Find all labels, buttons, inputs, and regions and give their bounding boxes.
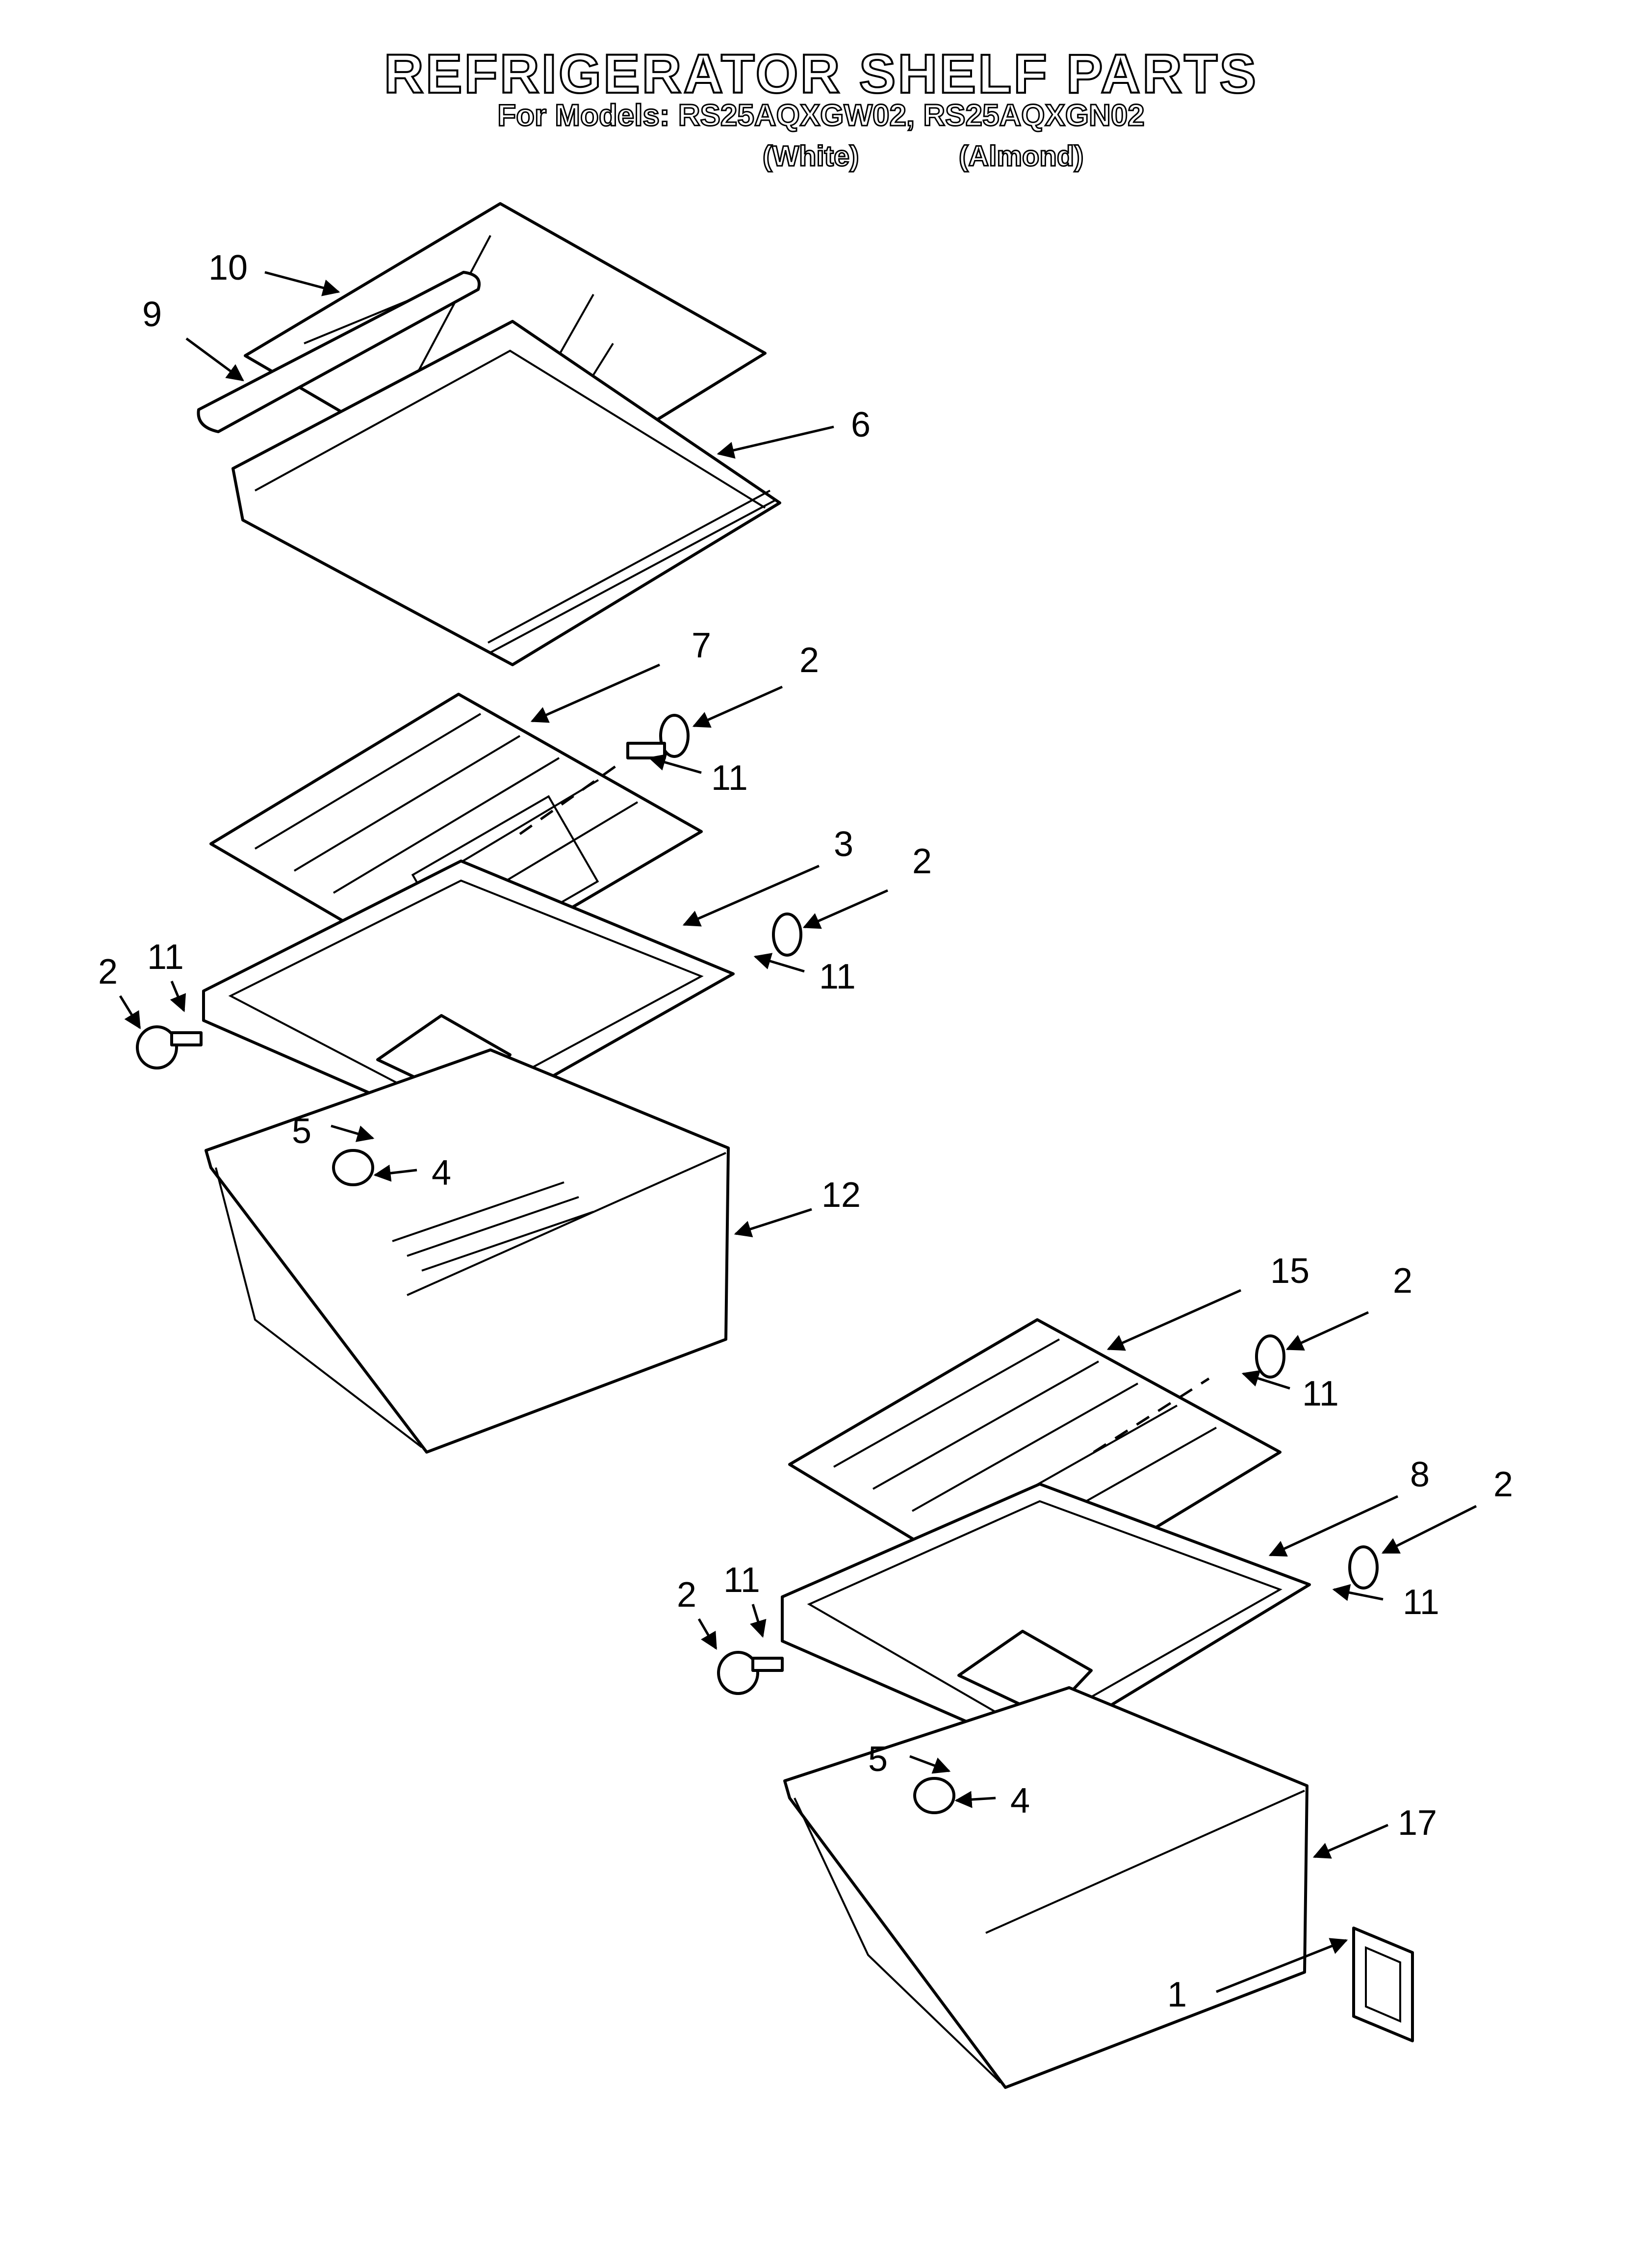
callout-3: 3	[834, 825, 853, 864]
callout-2-c: 2	[98, 952, 118, 991]
shelf-trim-part-9	[197, 271, 481, 433]
lower-spacer-part-2-left	[717, 1651, 784, 1695]
callout-7: 7	[692, 626, 711, 665]
variant-almond-label: (Almond)	[958, 140, 1084, 172]
callout-12: 12	[821, 1175, 861, 1215]
variant-white-label: (White)	[762, 140, 860, 172]
left-spacer-part-2-upper	[136, 1025, 203, 1069]
callout-11-d: 11	[1302, 1374, 1339, 1413]
callout-17: 17	[1398, 1803, 1437, 1843]
lower-spacer-part-2-right	[1255, 1334, 1379, 1590]
callout-11-a: 11	[711, 758, 748, 798]
roller-part-4-upper	[332, 1149, 374, 1186]
callout-4-b: 4	[1010, 1781, 1030, 1821]
roller-part-4-lower	[913, 1777, 955, 1814]
callout-4-a: 4	[432, 1153, 451, 1193]
upper-spacer-part-2-right	[659, 714, 690, 758]
callout-10: 10	[208, 248, 248, 287]
callout-11-b: 11	[819, 957, 856, 996]
insert-panel-part-1	[1352, 1927, 1414, 2042]
models-line: For Models: RS25AQXGW02, RS25AQXGN02	[497, 99, 1146, 132]
shelf-frame-part-6	[231, 320, 781, 666]
callout-15: 15	[1270, 1251, 1309, 1291]
crisper-drawer-part-17	[783, 1686, 1308, 2089]
callout-11-f: 11	[723, 1561, 760, 1600]
leader-lines	[119, 271, 1477, 1993]
callout-11-e: 11	[1403, 1583, 1439, 1622]
callout-2-f: 2	[677, 1575, 696, 1615]
callout-5-a: 5	[292, 1112, 311, 1151]
callout-2-a: 2	[799, 641, 819, 680]
callout-6: 6	[851, 405, 871, 444]
callout-9: 9	[142, 295, 162, 334]
upper-screw-part-11-right	[626, 742, 666, 759]
lower-spacer-part-2-right-upper	[772, 912, 802, 957]
page-title: REFRIGERATOR SHELF PARTS	[383, 43, 1258, 104]
callout-2-d: 2	[1393, 1261, 1412, 1301]
crisper-drawer-part-12	[205, 1048, 730, 1454]
callout-5-b: 5	[868, 1740, 888, 1779]
callout-2-e: 2	[1493, 1465, 1513, 1504]
callout-2-b: 2	[912, 842, 932, 881]
callout-1: 1	[1167, 1975, 1187, 2014]
callout-11-c: 11	[147, 938, 184, 977]
callout-8: 8	[1410, 1455, 1430, 1494]
